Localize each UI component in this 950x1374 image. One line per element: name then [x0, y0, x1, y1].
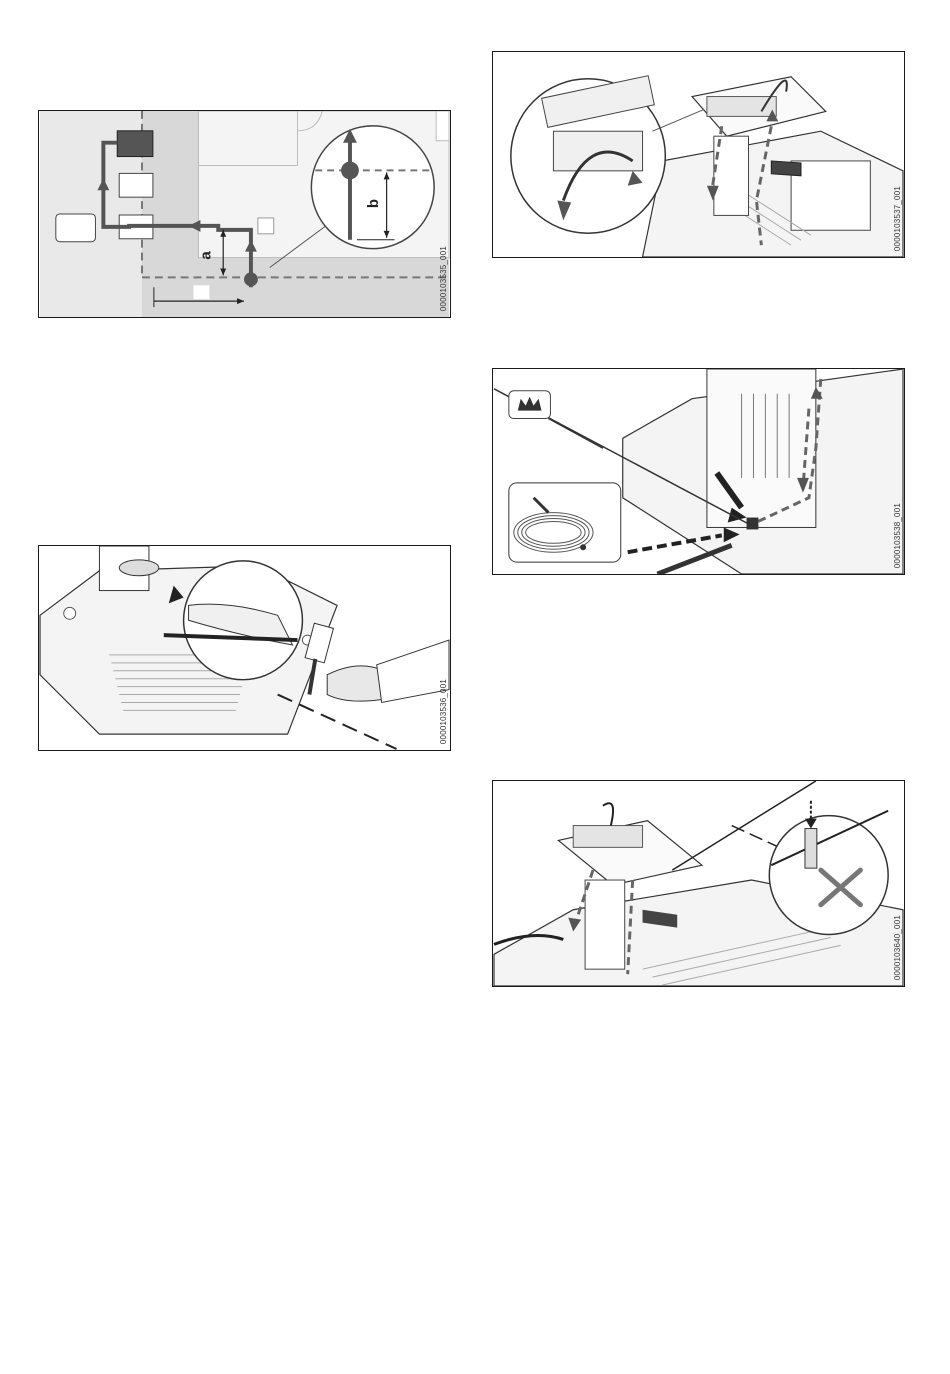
detail-circle — [311, 126, 434, 249]
figure-code: 0000103537_001 — [893, 186, 902, 251]
dimension-b-label: b — [365, 199, 382, 208]
docking-station-active — [117, 131, 153, 157]
detail-point-marker — [341, 162, 359, 180]
figure-plug-connection: 0000103538_001 — [492, 368, 905, 575]
docking-station-2 — [119, 173, 153, 197]
station-layout-drawing — [39, 111, 450, 317]
incorrect-peg-drawing — [493, 781, 904, 986]
start-point-marker — [244, 272, 258, 286]
peg — [805, 829, 817, 869]
figure-code: 0000103640_001 — [893, 915, 902, 980]
cable-routing-drawing — [493, 52, 904, 257]
blank-label-square-2 — [193, 285, 209, 299]
plug-connection-drawing — [493, 369, 904, 574]
blank-label-box — [56, 214, 96, 242]
blank-label-square — [258, 218, 274, 234]
figure-code: 0000103538_001 — [893, 503, 902, 568]
figure-code: 0000103535_001 — [439, 246, 448, 311]
figure-code: 0000103536_001 — [439, 679, 448, 744]
figure-station-layout-plan: a b 0000103535_001 — [38, 110, 451, 318]
figure-cable-routing-detail: 0000103537_001 — [492, 51, 905, 258]
hand — [327, 666, 381, 701]
figure-peg-hammering: 0000103536_001 — [38, 545, 451, 751]
dimension-a-label: a — [198, 251, 215, 259]
peg-hammering-drawing — [39, 546, 450, 750]
figure-incorrect-peg-placement: 0000103640_001 — [492, 780, 905, 987]
